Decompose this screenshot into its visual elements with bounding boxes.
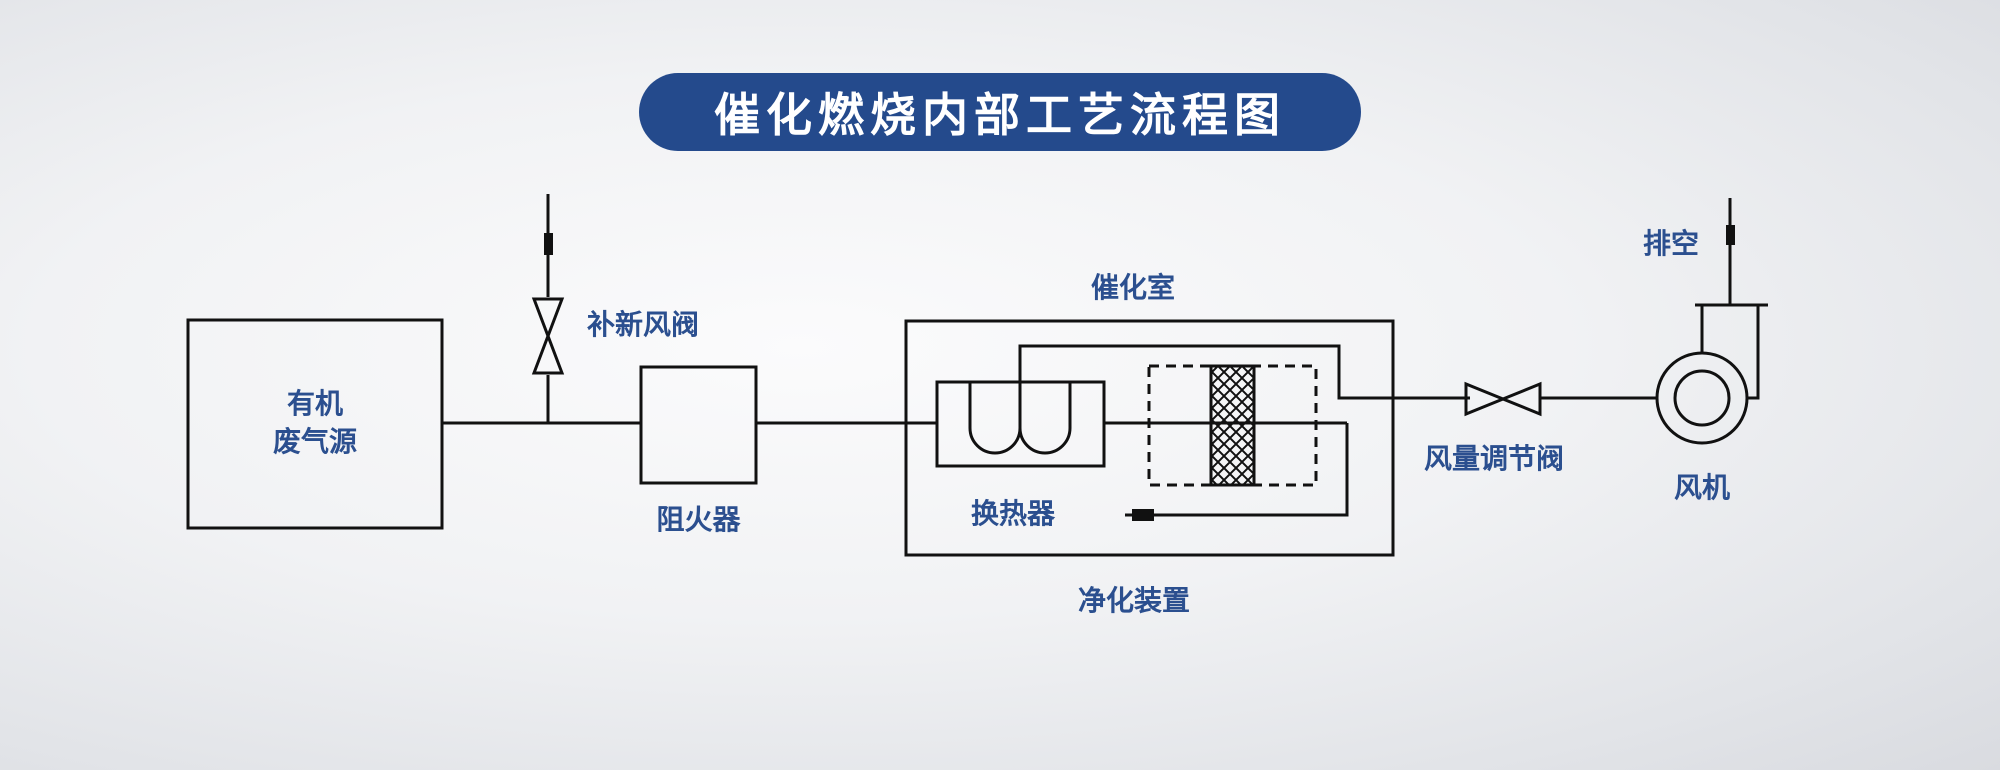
volume-valve-left	[1464, 381, 1507, 417]
pipe-outlet-loop	[1018, 344, 1470, 428]
label-source-line2: 废气源	[272, 425, 357, 458]
fresh-air-valve-top	[531, 297, 565, 341]
purification-device-box	[904, 319, 1395, 557]
fan-outer-circle	[1655, 351, 1749, 445]
catalyst-bed	[1209, 364, 1256, 487]
exchanger-u-tube-2	[1018, 427, 1072, 455]
fresh-air-inlet-nozzle	[544, 233, 553, 255]
volume-valve-right	[1499, 381, 1542, 417]
fan-inner-circle	[1673, 369, 1731, 427]
label-purification-device: 净化装置	[1078, 584, 1191, 617]
catalyst-zone-dashed	[1147, 364, 1318, 487]
exchanger-u-tube-1	[968, 427, 1022, 455]
label-catalytic-chamber: 催化室	[1091, 271, 1176, 304]
pipe-return-loop	[1145, 423, 1349, 517]
label-flame-arrester: 阻火器	[656, 503, 741, 536]
fan-volute-right	[1747, 305, 1760, 400]
label-source-line1: 有机	[286, 387, 343, 420]
fresh-air-valve-bottom	[531, 331, 565, 375]
exhaust-nozzle	[1726, 225, 1735, 245]
label-exhaust: 排空	[1643, 227, 1700, 260]
heater-element	[1132, 509, 1154, 521]
label-heat-exchanger: 换热器	[971, 497, 1056, 530]
label-fresh-air-valve: 补新风阀	[587, 308, 700, 341]
label-fan: 风机	[1674, 471, 1731, 504]
label-air-volume-valve: 风量调节阀	[1424, 442, 1565, 475]
flame-arrester-box	[639, 365, 758, 485]
title-banner: 催化燃烧内部工艺流程图	[639, 73, 1361, 151]
page-title: 催化燃烧内部工艺流程图	[714, 88, 1286, 142]
